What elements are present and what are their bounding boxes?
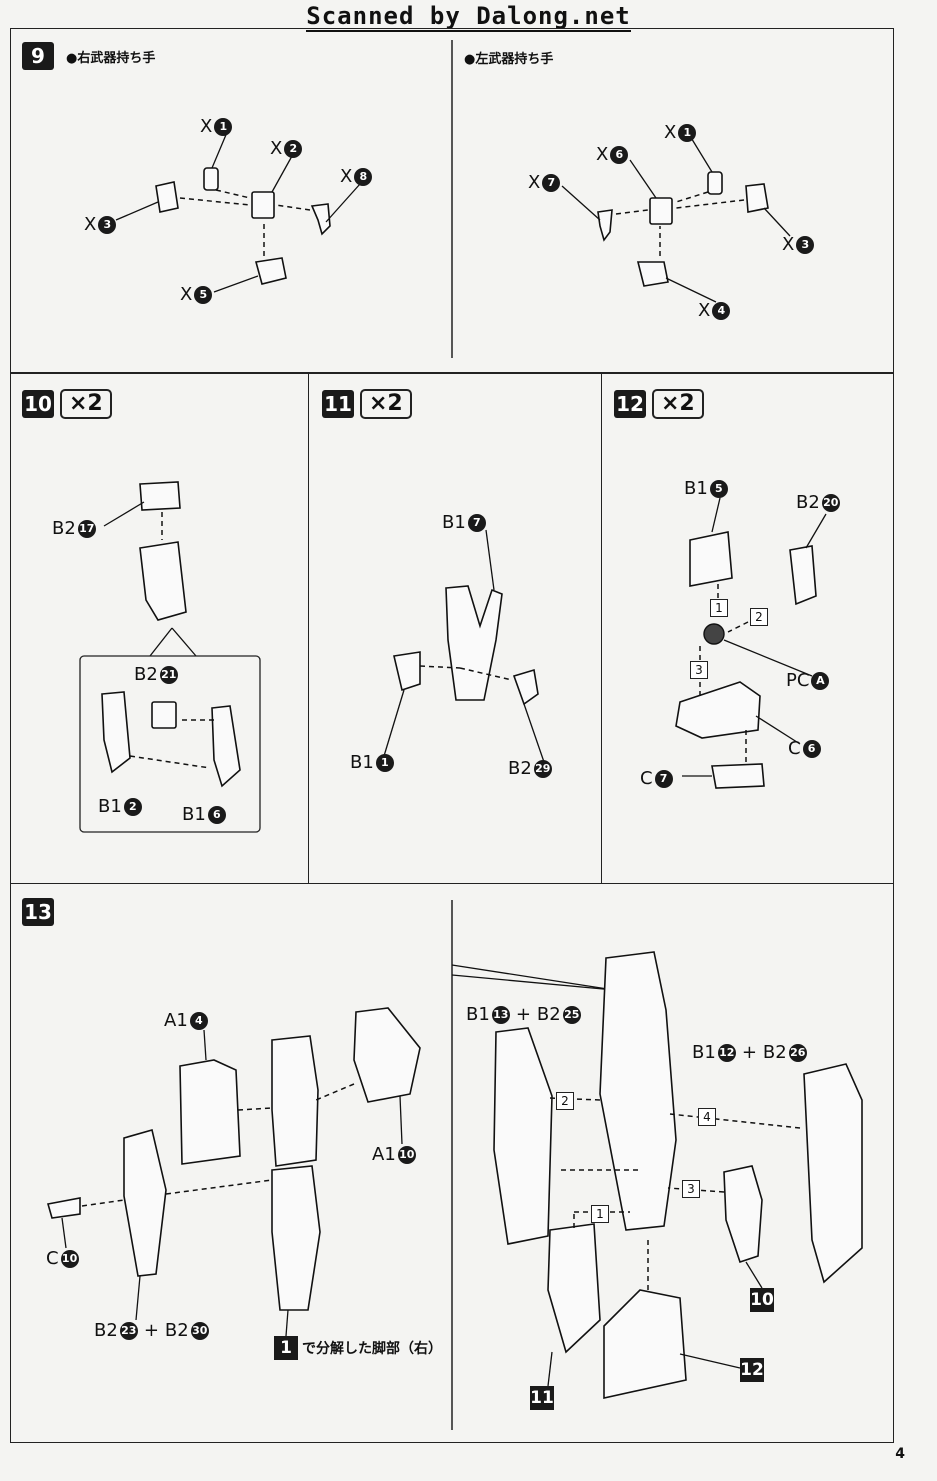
step-number: 13 (22, 898, 54, 926)
reference-note: 1 で分解した脚部（右） (274, 1336, 442, 1360)
panel-step-13 (10, 883, 894, 1443)
step-12-header: 12 ×2 (614, 389, 704, 419)
step-ref-tag: 12 (740, 1358, 764, 1382)
order-mark: 3 (682, 1180, 700, 1198)
multiplier-badge: ×2 (360, 389, 412, 419)
page-number: 4 (895, 1446, 905, 1462)
order-mark: 2 (750, 608, 768, 626)
step-ref-tag: 10 (750, 1288, 774, 1312)
scanner-watermark: Scanned by Dalong.net (306, 2, 631, 32)
step-13-header: 13 (22, 898, 54, 926)
step-ref-tag: 1 (274, 1336, 298, 1360)
step-number: 12 (614, 390, 646, 418)
panel-step-9 (10, 28, 894, 373)
step-number: 10 (22, 390, 54, 418)
step-number: 9 (22, 42, 54, 70)
order-mark: 4 (698, 1108, 716, 1126)
order-mark: 3 (690, 661, 708, 679)
step-10-header: 10 ×2 (22, 389, 112, 419)
order-mark: 1 (710, 599, 728, 617)
right-hand-title: ●右武器持ち手 (66, 50, 156, 66)
step-number: 11 (322, 390, 354, 418)
step-ref-tag: 11 (530, 1386, 554, 1410)
multiplier-badge: ×2 (652, 389, 704, 419)
step-9-header: 9 ●右武器持ち手 (22, 42, 155, 70)
left-hand-title: ●左武器持ち手 (464, 52, 554, 67)
order-mark: 1 (591, 1205, 609, 1223)
order-mark: 2 (556, 1092, 574, 1110)
multiplier-badge: ×2 (60, 389, 112, 419)
step-11-header: 11 ×2 (322, 389, 412, 419)
